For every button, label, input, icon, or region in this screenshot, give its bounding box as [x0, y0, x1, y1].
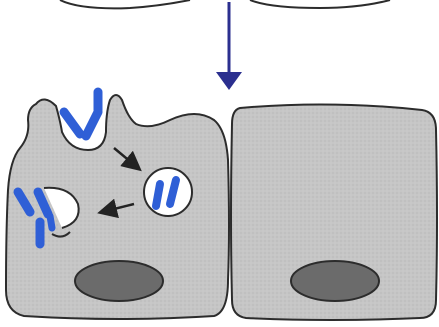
down-arrow-icon — [216, 2, 242, 90]
bacterium-rod — [64, 112, 80, 134]
right-cell-nucleus — [291, 261, 379, 301]
upper-cell-right-edge — [250, 0, 390, 8]
bacterium-rod — [156, 184, 160, 206]
bacterium-rod — [50, 216, 52, 228]
bacterium-rod — [86, 112, 98, 136]
left-cell-nucleus — [75, 261, 163, 301]
engulfed-bacteria-cluster — [64, 92, 98, 136]
upper-cell-left-edge — [60, 0, 190, 8]
vesicle — [144, 168, 192, 216]
